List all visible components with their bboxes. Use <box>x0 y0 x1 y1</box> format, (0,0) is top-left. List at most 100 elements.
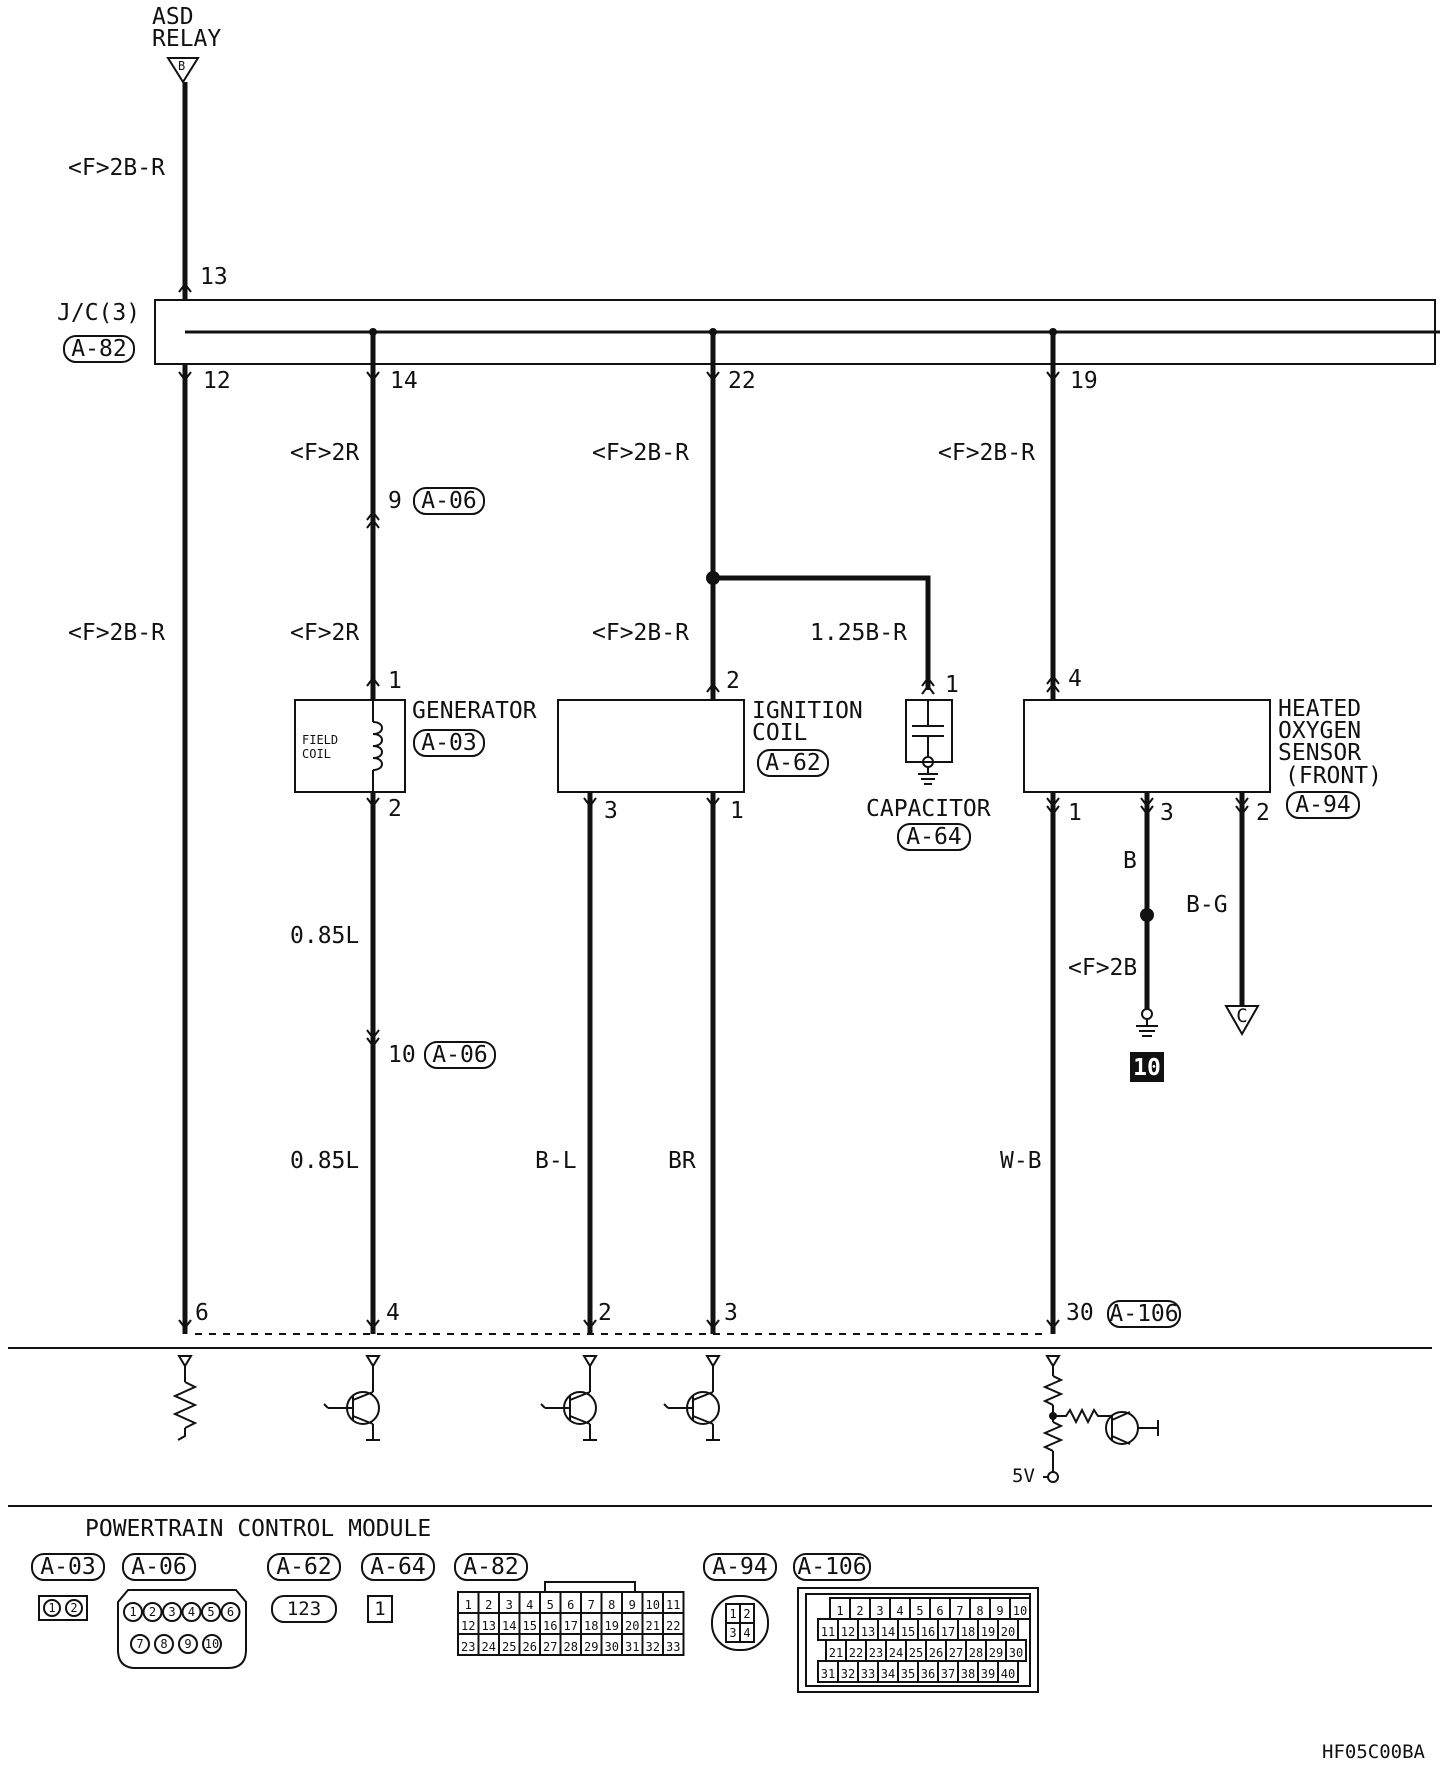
splice-arrow-icon <box>366 1029 380 1048</box>
generator-box <box>294 699 406 793</box>
pin-arrow-icon <box>178 1319 192 1330</box>
legend-a82-pin: 14 <box>502 1619 516 1633</box>
capacitor-pin-1: 1 <box>945 672 959 698</box>
wire-label-gen-feed-lower: <F>2R <box>290 620 359 646</box>
wire-label-asd-top: <F>2B-R <box>68 155 165 181</box>
wire-to-capacitor <box>713 575 931 690</box>
legend-a82-pin: 7 <box>588 1598 595 1612</box>
legend-id-a64: A-64 <box>370 1554 425 1580</box>
legend-connector-a64 <box>367 1595 393 1623</box>
o2-name-line1: HEATED <box>1278 696 1361 722</box>
legend-pin-circle <box>123 1602 143 1622</box>
ground-id: 10 <box>1133 1055 1161 1081</box>
legend-connector-a106 <box>797 1587 1039 1693</box>
pcm-pin-6: 6 <box>195 1300 209 1326</box>
legend-a82-pin: 21 <box>646 1619 660 1633</box>
legend-pin-circle <box>181 1602 202 1622</box>
pin-arrow-icon <box>366 371 380 382</box>
o2-pin-4: 4 <box>1068 666 1082 692</box>
legend-a82-pin: 17 <box>564 1619 578 1633</box>
legend-a94-pin: 4 <box>743 1626 750 1640</box>
legend-a106-pin: 5 <box>916 1604 923 1618</box>
jc-connector-id: A-82 <box>71 336 126 362</box>
legend-a106-pin: 30 <box>1009 1646 1023 1660</box>
capacitor-connector-badge <box>897 823 971 851</box>
legend-a82-pin: 4 <box>526 1598 533 1612</box>
ignition-name-line1: IGNITION <box>752 698 863 724</box>
legend-a82-pin: 13 <box>482 1619 496 1633</box>
legend-badge <box>454 1553 528 1581</box>
legend-a03-pin: 2 <box>70 1601 77 1615</box>
o2-pin-2: 2 <box>1256 800 1270 826</box>
legend-a106-pin: 21 <box>829 1646 843 1660</box>
pin-arrow-icon <box>706 1319 720 1330</box>
legend-a106-pin: 2 <box>856 1604 863 1618</box>
ignition-connector: A-62 <box>765 750 820 776</box>
legend-a106-pin: 32 <box>841 1667 855 1681</box>
o2-sensor-box <box>1023 699 1271 793</box>
legend-connector-latch <box>544 1581 636 1593</box>
ignition-name-line2: COIL <box>752 720 807 746</box>
legend-badge <box>31 1553 105 1581</box>
legend-a82-pin: 20 <box>625 1619 639 1633</box>
legend-id-a03: A-03 <box>40 1554 95 1580</box>
legend-a94-pin: 1 <box>729 1607 736 1621</box>
generator-inner-line2: COIL <box>302 747 331 761</box>
legend-badge <box>361 1553 435 1581</box>
legend-a06-pin: 3 <box>168 1605 175 1619</box>
pin-arrow-icon <box>1235 797 1249 816</box>
legend-a82-pin: 33 <box>666 1640 680 1654</box>
legend-a106-pin: 40 <box>1001 1667 1015 1681</box>
ignition-pin-2: 2 <box>726 668 740 694</box>
legend-a106-pin: 31 <box>821 1667 835 1681</box>
splice-lower-connector: A-06 <box>432 1042 487 1068</box>
legend-a106-pin: 33 <box>861 1667 875 1681</box>
ignition-pin-3: 3 <box>604 798 618 824</box>
pin-arrow-icon <box>706 371 720 382</box>
legend-a82-pin: 28 <box>564 1640 578 1654</box>
legend-badge <box>267 1553 341 1581</box>
pcm-pin-2: 2 <box>598 1300 612 1326</box>
jc-pin-19: 19 <box>1070 368 1098 394</box>
legend-a106-pin: 15 <box>901 1625 915 1639</box>
legend-a82-pin: 3 <box>506 1598 513 1612</box>
wire-label-left-long: <F>2B-R <box>68 620 165 646</box>
legend-pin-circle <box>220 1602 241 1622</box>
legend-id-a62: A-62 <box>276 1554 331 1580</box>
legend-a06-pin: 2 <box>149 1605 156 1619</box>
pin-arrow-icon <box>706 682 720 693</box>
wire-label-gen-out-upper: 0.85L <box>290 923 359 949</box>
legend-a106-pin: 35 <box>901 1667 915 1681</box>
wire-label-ign-feed-lower: <F>2B-R <box>592 620 689 646</box>
legend-cell <box>662 1633 685 1656</box>
legend-a82-pin: 9 <box>629 1598 636 1612</box>
legend-a106-pin: 29 <box>989 1646 1003 1660</box>
pcm-terminal-icon <box>582 1355 598 1368</box>
legend-a06-pin: 6 <box>227 1605 234 1619</box>
asd-relay-label-line2: RELAY <box>152 26 221 52</box>
wire-label-gen-out-lower: 0.85L <box>290 1148 359 1174</box>
pin-arrow-icon <box>178 282 192 293</box>
wire-label-o2-out2: B-G <box>1186 892 1228 918</box>
legend-a82-pin: 29 <box>584 1640 598 1654</box>
legend-a82-pin: 32 <box>646 1640 660 1654</box>
ground-terminal <box>1141 1008 1153 1020</box>
pcm-terminal-icon <box>705 1355 721 1368</box>
legend-a62-pins: 123 <box>287 1598 321 1620</box>
pin-arrow-icon <box>583 1319 597 1330</box>
legend-a82-pin: 8 <box>608 1598 615 1612</box>
wire-label-ign-out1: BR <box>668 1148 696 1174</box>
legend-cell <box>1009 1597 1031 1620</box>
splice-upper-badge <box>413 487 485 515</box>
legend-badge <box>793 1553 871 1581</box>
legend-connector-a94 <box>711 1595 769 1651</box>
legend-a106-pin: 36 <box>921 1667 935 1681</box>
asd-relay-label-line1: ASD <box>152 4 194 30</box>
legend-pin-circle <box>201 1602 221 1622</box>
legend-a106-pin: 13 <box>861 1625 875 1639</box>
legend-pin-circle <box>130 1634 150 1654</box>
legend-a106-pin: 16 <box>921 1625 935 1639</box>
legend-a82-pin: 26 <box>523 1640 537 1654</box>
ignition-coil-box <box>557 699 745 793</box>
